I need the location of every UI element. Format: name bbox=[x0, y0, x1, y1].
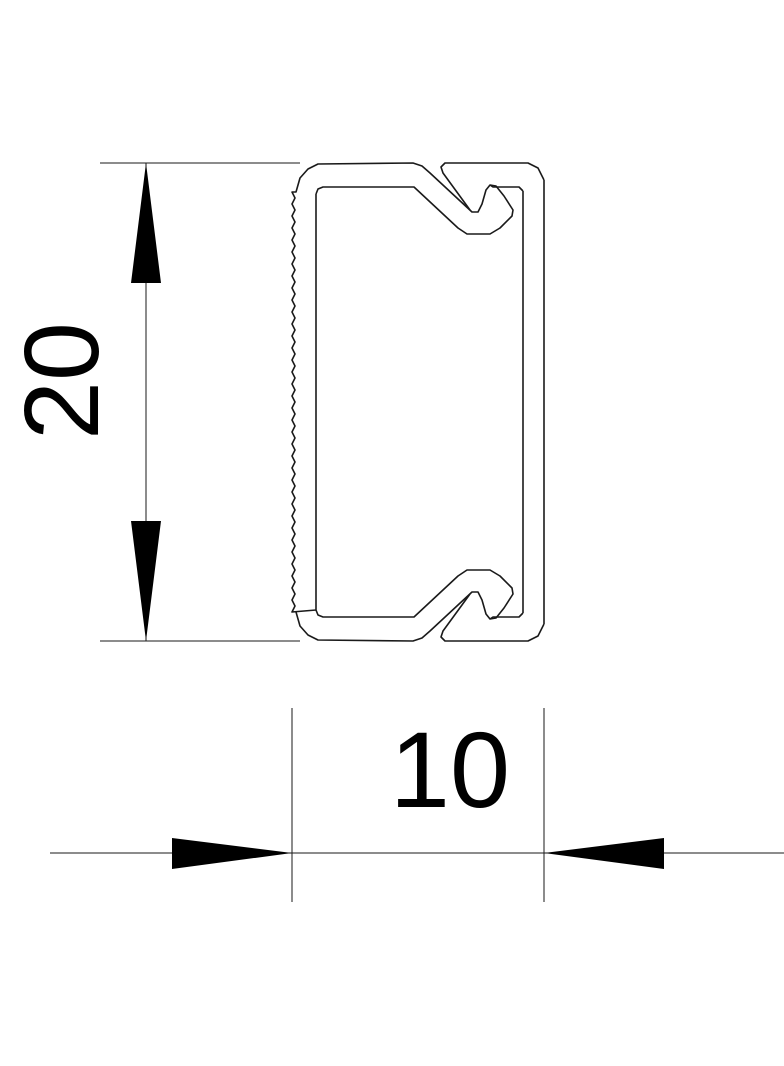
cover-section-outline bbox=[440, 162, 545, 642]
arrowhead-right bbox=[172, 838, 292, 869]
width-label: 10 bbox=[390, 709, 510, 830]
arrowhead-left bbox=[544, 838, 664, 869]
height-label: 20 bbox=[3, 322, 121, 440]
arrowhead-down bbox=[131, 521, 161, 641]
height-dimension: 20 bbox=[3, 162, 300, 642]
duct-profile bbox=[291, 162, 545, 642]
base-section-outline bbox=[291, 162, 514, 642]
arrowhead-up bbox=[131, 163, 161, 283]
width-dimension: 10 bbox=[50, 708, 784, 902]
